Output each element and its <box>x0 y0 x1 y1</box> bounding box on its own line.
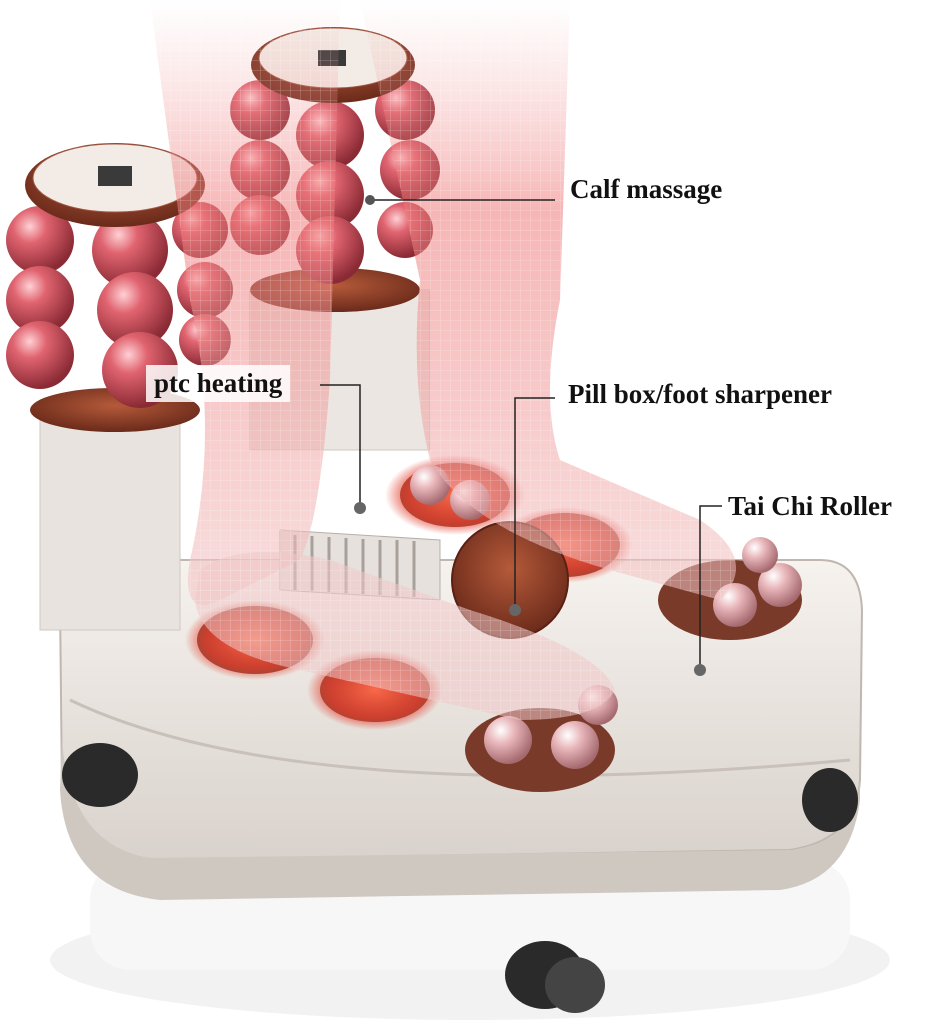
callout-pill-box: Pill box/foot sharpener <box>568 379 832 409</box>
callout-calf-massage: Calf massage <box>570 174 723 204</box>
wireframe-legs <box>150 0 736 720</box>
callout-tai-chi-roller: Tai Chi Roller <box>728 491 893 521</box>
callout-ptc-heating: ptc heating <box>146 365 291 402</box>
callout-leader-lines <box>320 195 722 676</box>
caster-wheels <box>62 743 858 1013</box>
